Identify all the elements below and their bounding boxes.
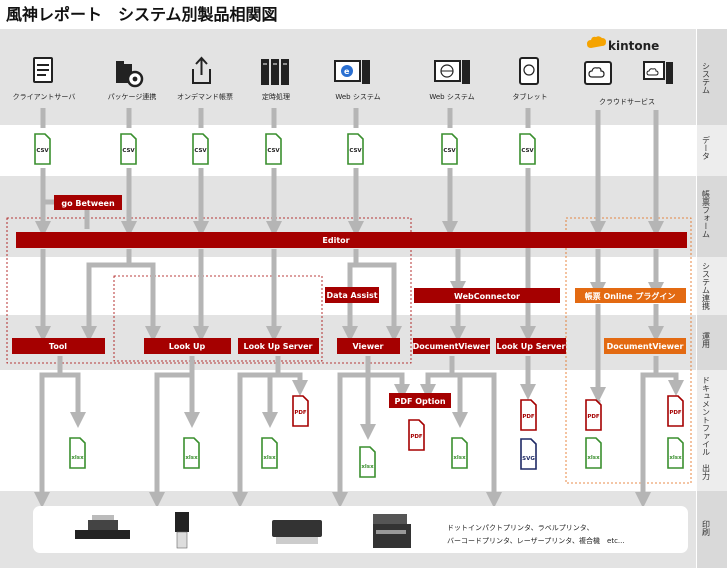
svg-text:xlsx: xlsx <box>669 455 682 461</box>
lane-label-column: システム データ 帳票フォーム システム連携 運用 ドキュメントファイル 出力 … <box>697 29 727 568</box>
svg-text:xlsx: xlsx <box>185 455 198 461</box>
svg-text:xlsx: xlsx <box>587 455 600 461</box>
lookup-server-2-label: Look Up Server <box>497 342 566 351</box>
system-label-tablet: タブレット <box>513 92 548 101</box>
output-files: xlsx xlsx xlsx xlsx xlsx xlsx xlsx PDF P… <box>69 395 684 478</box>
xlsx-file-icon: xlsx <box>451 437 468 469</box>
pdf-file-icon: PDF <box>520 399 537 431</box>
xlsx-file-icon: xlsx <box>667 437 684 469</box>
csv-file-icon: CSV <box>519 133 536 165</box>
system-label-web-1: Web システム <box>335 93 380 101</box>
pdf-option-label: PDF Option <box>394 397 445 406</box>
svg-text:CSV: CSV <box>122 148 135 154</box>
lookup-server-label: Look Up Server <box>244 342 313 351</box>
system-label-web-2: Web システム <box>429 93 474 101</box>
client-server-icon <box>33 57 53 83</box>
csv-file-icon: CSV <box>441 133 458 165</box>
xlsx-file-icon: xlsx <box>183 437 200 469</box>
svg-text:PDF: PDF <box>669 410 682 416</box>
editor-label: Editor <box>322 236 349 245</box>
lane-label-output: ドキュメントファイル 出力 <box>702 376 711 481</box>
svg-text:xlsx: xlsx <box>453 455 466 461</box>
connectors <box>33 108 685 509</box>
documentviewer-2-label: DocumentViewer <box>607 342 684 351</box>
lane-label-system: システム <box>702 62 711 94</box>
svg-text:CSV: CSV <box>36 148 49 154</box>
svg-text:CSV: CSV <box>443 148 456 154</box>
kintone-logo-text: kintone <box>608 39 659 53</box>
svg-text:CSV: CSV <box>521 148 534 154</box>
ie-web-icon: e <box>334 60 370 84</box>
label-printer-icon <box>175 512 189 549</box>
dashed-groups <box>6 217 692 484</box>
print-description-line-2: バーコードプリンタ、レーザープリンタ、複合機 etc... <box>447 536 625 545</box>
lane-label-data: データ <box>702 135 711 160</box>
print-area: ドットインパクトプリンタ、ラベルプリンタ、 バーコードプリンタ、レーザープリンタ… <box>33 506 688 553</box>
package-icon <box>116 61 144 88</box>
documentviewer-label: DocumentViewer <box>413 342 490 351</box>
svg-text:PDF: PDF <box>587 414 600 420</box>
system-icons: e kintone <box>33 36 673 88</box>
share-icon <box>192 56 211 84</box>
svg-text:PDF: PDF <box>410 434 423 440</box>
csv-files: CSV CSV CSV CSV CSV CSV CSV <box>34 133 536 165</box>
pdf-file-icon: PDF <box>667 395 684 427</box>
print-description-line-1: ドットインパクトプリンタ、ラベルプリンタ、 <box>447 523 594 532</box>
svg-text:xlsx: xlsx <box>263 455 276 461</box>
pdf-file-icon: PDF <box>585 399 602 431</box>
csv-file-icon: CSV <box>192 133 209 165</box>
lane-label-operation: 運用 <box>702 332 711 349</box>
xlsx-file-icon: xlsx <box>69 437 86 469</box>
system-label-on-demand: オンデマンド帳票 <box>177 92 233 101</box>
csv-file-icon: CSV <box>265 133 282 165</box>
viewer-label: Viewer <box>353 342 384 351</box>
xlsx-file-icon: xlsx <box>585 437 602 469</box>
pdf-file-icon: PDF <box>292 395 309 427</box>
system-label-cloud: クラウドサービス <box>599 97 655 106</box>
svg-text:PDF: PDF <box>294 410 307 416</box>
kintone-logo: kintone <box>587 36 659 53</box>
svg-text:e: e <box>344 67 350 76</box>
cloud-computer-icon <box>643 61 673 84</box>
webconnector-label: WebConnector <box>454 292 520 301</box>
page-title: 風神レポート システム別製品相関図 <box>6 5 278 24</box>
xlsx-file-icon: xlsx <box>359 446 376 478</box>
tablet-icon <box>519 57 539 85</box>
cloud-icon <box>584 61 612 85</box>
multifunction-printer-icon <box>373 514 411 548</box>
svg-text:PDF: PDF <box>522 414 535 420</box>
system-label-package: パッケージ連携 <box>108 92 157 101</box>
svg-text:SVG: SVG <box>522 456 535 462</box>
svg-text:xlsx: xlsx <box>361 464 374 470</box>
online-plugin-label: 帳票 Online プラグイン <box>585 291 676 301</box>
system-label-scheduled: 定時処理 <box>262 92 290 101</box>
svg-text:CSV: CSV <box>349 148 362 154</box>
svg-text:CSV: CSV <box>194 148 207 154</box>
lane-label-linkage: システム連携 <box>702 262 711 311</box>
csv-file-icon: CSV <box>34 133 51 165</box>
pdf-file-icon: PDF <box>408 419 425 451</box>
system-label-client-server: クライアントサーバ <box>13 93 76 101</box>
lookup-label: Look Up <box>169 342 206 351</box>
svg-text:xlsx: xlsx <box>71 455 84 461</box>
system-labels: クライアントサーバ パッケージ連携 オンデマンド帳票 定時処理 Web システム… <box>13 92 655 106</box>
server-icon <box>261 59 289 85</box>
csv-file-icon: CSV <box>120 133 137 165</box>
xlsx-file-icon: xlsx <box>261 437 278 469</box>
globe-computer-icon <box>434 60 470 84</box>
svg-text:CSV: CSV <box>267 148 280 154</box>
laser-printer-icon <box>272 520 322 544</box>
csv-file-icon: CSV <box>347 133 364 165</box>
dot-impact-printer-icon <box>75 515 130 539</box>
svg-file-icon: SVG <box>520 438 537 470</box>
tool-label: Tool <box>49 342 67 351</box>
lane-label-print: 印刷 <box>702 520 711 537</box>
data-assist-label: Data Assist <box>326 291 377 300</box>
product-bars: go Between Editor Data Assist WebConnect… <box>12 195 687 408</box>
go-between-label: go Between <box>61 199 115 208</box>
lane-label-form: 帳票フォーム <box>702 189 711 238</box>
